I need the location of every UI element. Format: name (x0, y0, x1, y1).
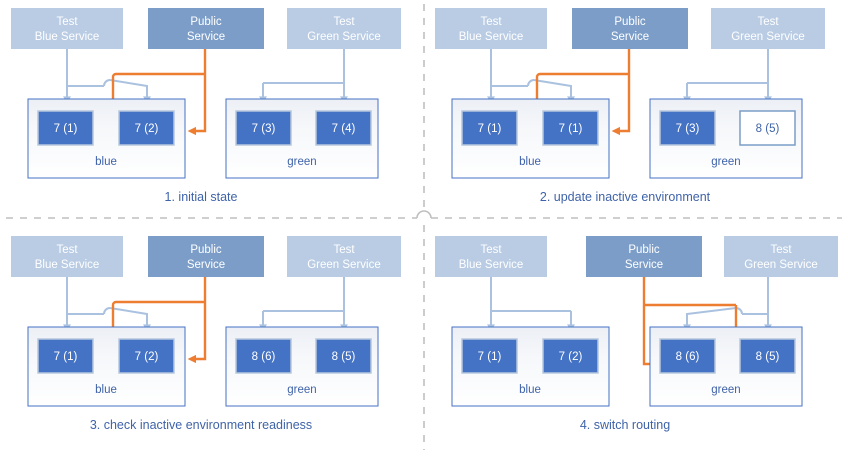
service-label-line2: Blue Service (459, 259, 524, 271)
service-label-line1: Public (190, 244, 222, 256)
instance-label: 7 (2) (135, 351, 159, 363)
panel-4-blue-instance-1: 7 (2) (542, 338, 599, 374)
panel-2-green-service-arrows (683, 48, 772, 105)
service-label-line2: Green Service (307, 31, 381, 43)
panel-2-blue-env-label: blue (519, 156, 541, 168)
panel-2-green-env-label: green (711, 156, 740, 168)
panel-2-blue-service-arrows (487, 48, 575, 105)
panel-3-public-service: Public Service (148, 236, 264, 277)
panel-1-green-instance-0: 7 (3) (235, 110, 292, 146)
service-label-line1: Test (56, 244, 78, 256)
instance-label: 7 (3) (252, 123, 276, 135)
panel-1-test-blue-service: Test Blue Service (11, 8, 123, 49)
instance-label: 7 (1) (478, 123, 502, 135)
panel-3-caption: 3. check inactive environment readiness (90, 418, 312, 432)
panel-2: 7 (1) 7 (1) blue 7 (3) 8 (5) green Test … (435, 8, 825, 204)
panel-1-blue-env-label: blue (95, 156, 117, 168)
panel-1-green-service-arrows (259, 48, 348, 105)
instance-label: 8 (5) (332, 351, 356, 363)
panel-1-test-green-service: Test Green Service (287, 8, 401, 49)
panel-2-public-service: Public Service (572, 8, 688, 49)
panel-1-green-env-label: green (287, 156, 316, 168)
panel-4: 7 (1) 7 (2) blue 8 (6) 8 (5) green Test … (435, 236, 838, 432)
panel-4-green-instance-0: 8 (6) (659, 338, 716, 374)
panel-2-test-blue-service: Test Blue Service (435, 8, 547, 49)
panel-dividers (6, 4, 842, 450)
panel-4-public-service: Public Service (586, 236, 702, 277)
instance-label: 7 (3) (676, 123, 700, 135)
service-label-line1: Test (480, 244, 502, 256)
panel-2-green-instance-1: 8 (5) (739, 110, 796, 146)
instance-label: 7 (2) (559, 351, 583, 363)
service-label-line2: Service (625, 259, 663, 271)
panel-4-blue-service-arrows (487, 276, 575, 333)
service-label-line2: Green Service (744, 259, 818, 271)
panel-2-blue-instance-1: 7 (1) (542, 110, 599, 146)
service-label-line2: Service (611, 31, 649, 43)
service-label-line1: Test (480, 16, 502, 28)
instance-label: 8 (6) (676, 351, 700, 363)
panel-3-green-instance-1: 8 (5) (315, 338, 372, 374)
panel-3-blue-service-arrows (63, 276, 151, 333)
panel-3-test-green-service: Test Green Service (287, 236, 401, 277)
panel-3-blue-instance-1: 7 (2) (118, 338, 175, 374)
panel-3-green-service-arrows (259, 276, 348, 333)
divider-crossing-hop (416, 210, 432, 219)
instance-label: 7 (1) (559, 123, 583, 135)
service-label-line1: Test (56, 16, 78, 28)
panel-4-test-blue-service: Test Blue Service (435, 236, 547, 277)
service-label-line2: Service (187, 259, 225, 271)
panel-2-test-green-service: Test Green Service (711, 8, 825, 49)
service-label-line2: Blue Service (459, 31, 524, 43)
service-label-line1: Test (333, 244, 355, 256)
panel-1-blue-instance-0: 7 (1) (37, 110, 94, 146)
instance-label: 8 (5) (756, 351, 780, 363)
panel-3-blue-env-label: blue (95, 384, 117, 396)
service-label-line1: Test (770, 244, 792, 256)
service-label-line2: Blue Service (35, 31, 100, 43)
panel-1-caption: 1. initial state (165, 190, 238, 204)
instance-label: 7 (1) (478, 351, 502, 363)
panel-3: 7 (1) 7 (2) blue 8 (6) 8 (5) green Test … (11, 236, 401, 432)
panel-4-caption: 4. switch routing (580, 418, 670, 432)
service-label-line1: Test (757, 16, 779, 28)
panel-4-green-instance-1: 8 (5) (739, 338, 796, 374)
panel-4-green-env-label: green (711, 384, 740, 396)
instance-label: 7 (4) (332, 123, 356, 135)
panel-4-blue-instance-0: 7 (1) (461, 338, 518, 374)
service-label-line1: Public (614, 16, 646, 28)
panel-1: 7 (1) 7 (2) blue 7 (3) 7 (4) green Test (11, 8, 401, 204)
service-label-line1: Test (333, 16, 355, 28)
instance-label: 7 (1) (54, 351, 78, 363)
panel-2-caption: 2. update inactive environment (540, 190, 711, 204)
service-label-line2: Green Service (307, 259, 381, 271)
service-label-line1: Public (628, 244, 660, 256)
instance-label: 7 (2) (135, 123, 159, 135)
panel-1-public-service: Public Service (148, 8, 264, 49)
panel-3-green-instance-0: 8 (6) (235, 338, 292, 374)
panel-1-green-instance-1: 7 (4) (315, 110, 372, 146)
instance-label: 7 (1) (54, 123, 78, 135)
panel-3-green-env-label: green (287, 384, 316, 396)
service-label-line2: Blue Service (35, 259, 100, 271)
service-label-line1: Public (190, 16, 222, 28)
panel-3-blue-instance-0: 7 (1) (37, 338, 94, 374)
service-label-line2: Service (187, 31, 225, 43)
panel-2-green-instance-0: 7 (3) (659, 110, 716, 146)
instance-label: 8 (5) (756, 123, 780, 135)
instance-label: 8 (6) (252, 351, 276, 363)
panel-3-test-blue-service: Test Blue Service (11, 236, 123, 277)
panel-1-blue-instance-1: 7 (2) (118, 110, 175, 146)
panel-1-blue-service-arrows (63, 48, 151, 105)
panel-2-blue-instance-0: 7 (1) (461, 110, 518, 146)
panel-4-green-service-arrows (683, 276, 772, 333)
panel-4-test-green-service: Test Green Service (724, 236, 838, 277)
service-label-line2: Green Service (731, 31, 805, 43)
panel-4-blue-env-label: blue (519, 384, 541, 396)
